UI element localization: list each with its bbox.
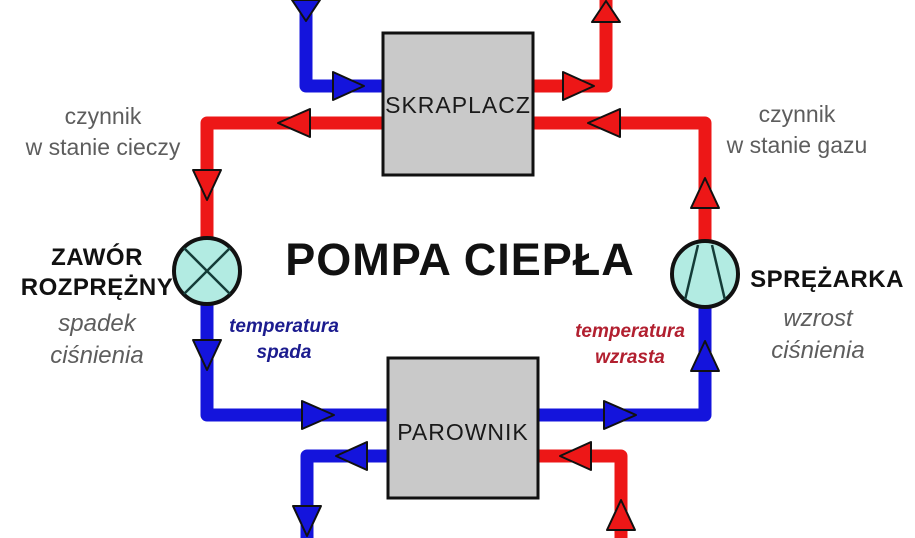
- flow-arrow-down-heating-inlet: [291, 0, 321, 22]
- temperature-drop-note: temperatura spada: [229, 316, 339, 363]
- flow-arrow-up-heating-outlet: [591, 0, 621, 23]
- heat-source-inlet-pipe: [526, 449, 628, 538]
- heating-water-outlet-pipe: [524, 0, 613, 93]
- pressure-drop-note: spadek ciśnienia: [50, 310, 144, 369]
- flow-arrow-left-from-condenser: [277, 108, 311, 138]
- liquid-state-note: czynnik w stanie cieczy: [25, 103, 181, 160]
- compressor-label: SPRĘŻARKA: [750, 266, 904, 293]
- flow-arrow-left-source-inlet: [559, 441, 592, 471]
- evaporator-label: PAROWNIK: [397, 419, 529, 445]
- flow-arrow-down-to-valve: [192, 169, 222, 201]
- heating-water-inlet-pipe: [299, 0, 392, 93]
- flow-arrow-right-heating-inlet: [332, 71, 365, 101]
- flow-arrow-right-into-evaporator: [301, 400, 335, 430]
- valve-cross-line: [183, 247, 231, 295]
- flow-arrow-left-source-outlet: [335, 441, 368, 471]
- diagram-title: POMPA CIEPŁA: [285, 234, 635, 285]
- flow-arrow-left-into-condenser: [587, 108, 621, 138]
- flow-arrow-up-to-compressor: [690, 340, 720, 372]
- flow-arrow-right-from-evaporator: [603, 400, 637, 430]
- condenser-box: [381, 31, 535, 177]
- flow-arrow-down-source-outlet: [292, 505, 322, 537]
- temperature-rise-note: temperatura wzrasta: [575, 321, 685, 368]
- flow-arrow-right-heating-outlet: [562, 71, 595, 101]
- compressor-icon: [670, 239, 740, 309]
- expansion-valve-label: ZAWÓR ROZPRĘŻNY: [20, 244, 174, 301]
- compressor-vane-line: [683, 244, 700, 301]
- flow-arrow-down-from-valve: [192, 339, 222, 371]
- compressor-vane-line: [710, 244, 727, 301]
- evaporator-box: [386, 356, 540, 500]
- flow-arrow-up-source-inlet: [606, 499, 636, 531]
- heat-source-outlet-pipe: [300, 449, 398, 538]
- flow-arrow-up-to-condenser: [690, 177, 720, 209]
- condenser-label: SKRAPLACZ: [385, 92, 531, 118]
- gas-state-note: czynnik w stanie gazu: [726, 101, 868, 158]
- pressure-rise-note: wzrost ciśnienia: [771, 305, 865, 364]
